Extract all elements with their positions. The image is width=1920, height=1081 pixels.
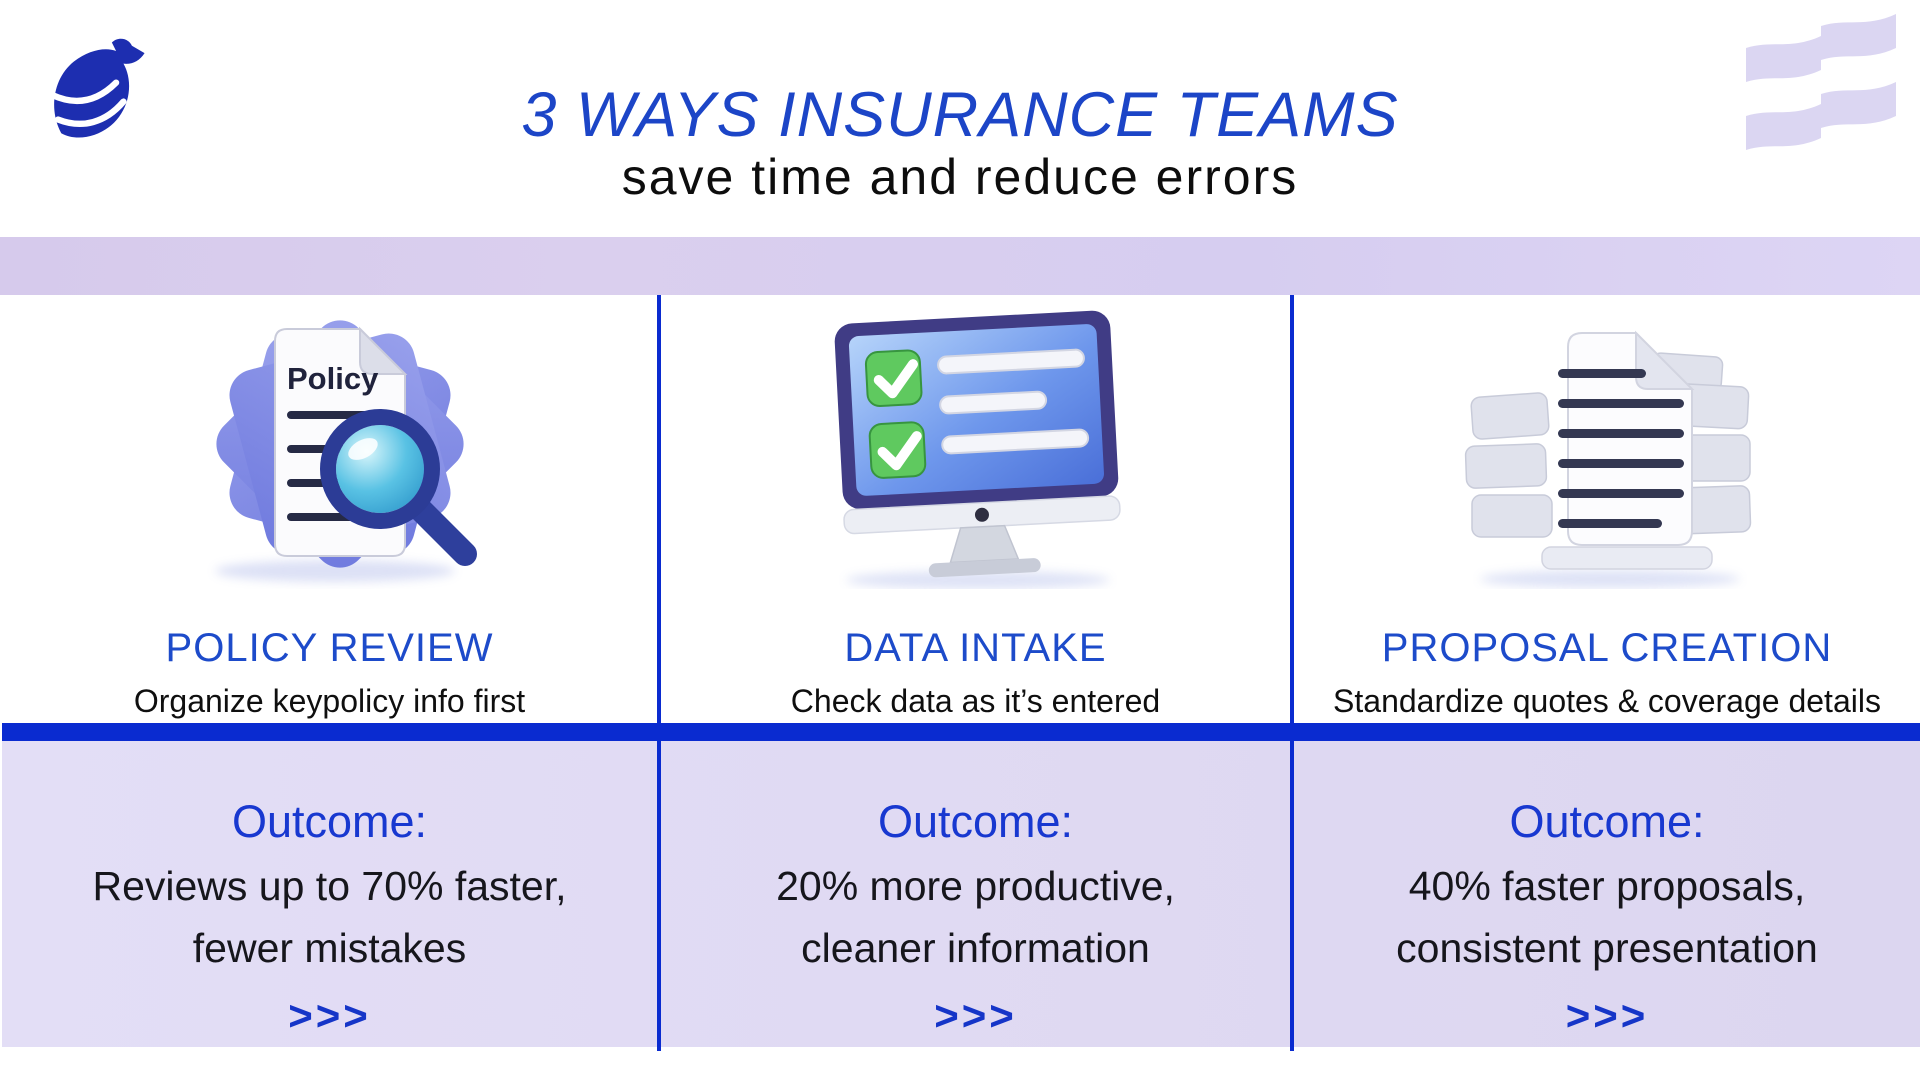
column-description: Check data as it’s entered [790, 683, 1161, 719]
column-title: PROPOSAL CREATION [1381, 626, 1833, 671]
column-title: POLICY REVIEW [165, 626, 494, 671]
outcome-text: Reviews up to 70% faster, fewer mistakes [0, 855, 659, 979]
header-lavender-band [0, 237, 1920, 295]
outcome-label: Outcome: [877, 796, 1074, 847]
outcome-line: fewer mistakes [192, 925, 467, 971]
horizontal-separator-bar [2, 723, 1920, 741]
eagle-logo [42, 32, 148, 148]
column-policy-review: Policy POLICY REVIEW Organize keypolicy … [0, 295, 659, 1050]
outcome-label: Outcome: [1509, 796, 1705, 847]
main-title: 3 WAYS INSURANCE TEAMS [521, 80, 1399, 150]
document-stack-icon [1442, 299, 1772, 589]
policy-label: Policy [287, 361, 379, 396]
column-description: Organize keypolicy info first [133, 683, 526, 719]
wavy-flag-decoration-icon [1746, 2, 1896, 162]
outcome-line: cleaner information [801, 925, 1150, 971]
outcome-line: consistent presentation [1396, 925, 1818, 971]
column-divider [657, 295, 661, 1051]
main-subtitle: save time and reduce errors [621, 149, 1299, 205]
policy-document-magnifier-icon: Policy [175, 299, 485, 589]
column-data-intake: DATA INTAKE Check data as it’s entered O… [661, 295, 1290, 1050]
chevron-arrows-icon: >>> [934, 992, 1017, 1039]
outcome-panel-background [2, 741, 1920, 1047]
column-description: Standardize quotes & coverage details [1333, 683, 1881, 719]
outcome-text: 20% more productive, cleaner information [661, 855, 1290, 979]
outcome-text: 40% faster proposals, consistent present… [1294, 855, 1920, 979]
outcome-line: 40% faster proposals, [1408, 863, 1806, 909]
outcome-label: Outcome: [231, 796, 428, 847]
column-divider [1290, 295, 1294, 1051]
outcome-line: 20% more productive, [776, 863, 1175, 909]
column-proposal-creation: PROPOSAL CREATION Standardize quotes & c… [1294, 295, 1920, 1050]
column-title: DATA INTAKE [844, 626, 1107, 671]
chevron-arrows-icon: >>> [288, 992, 371, 1039]
outcome-line: Reviews up to 70% faster, [92, 863, 567, 909]
monitor-checklist-icon [806, 299, 1146, 589]
chevron-arrows-icon: >>> [1565, 992, 1649, 1039]
